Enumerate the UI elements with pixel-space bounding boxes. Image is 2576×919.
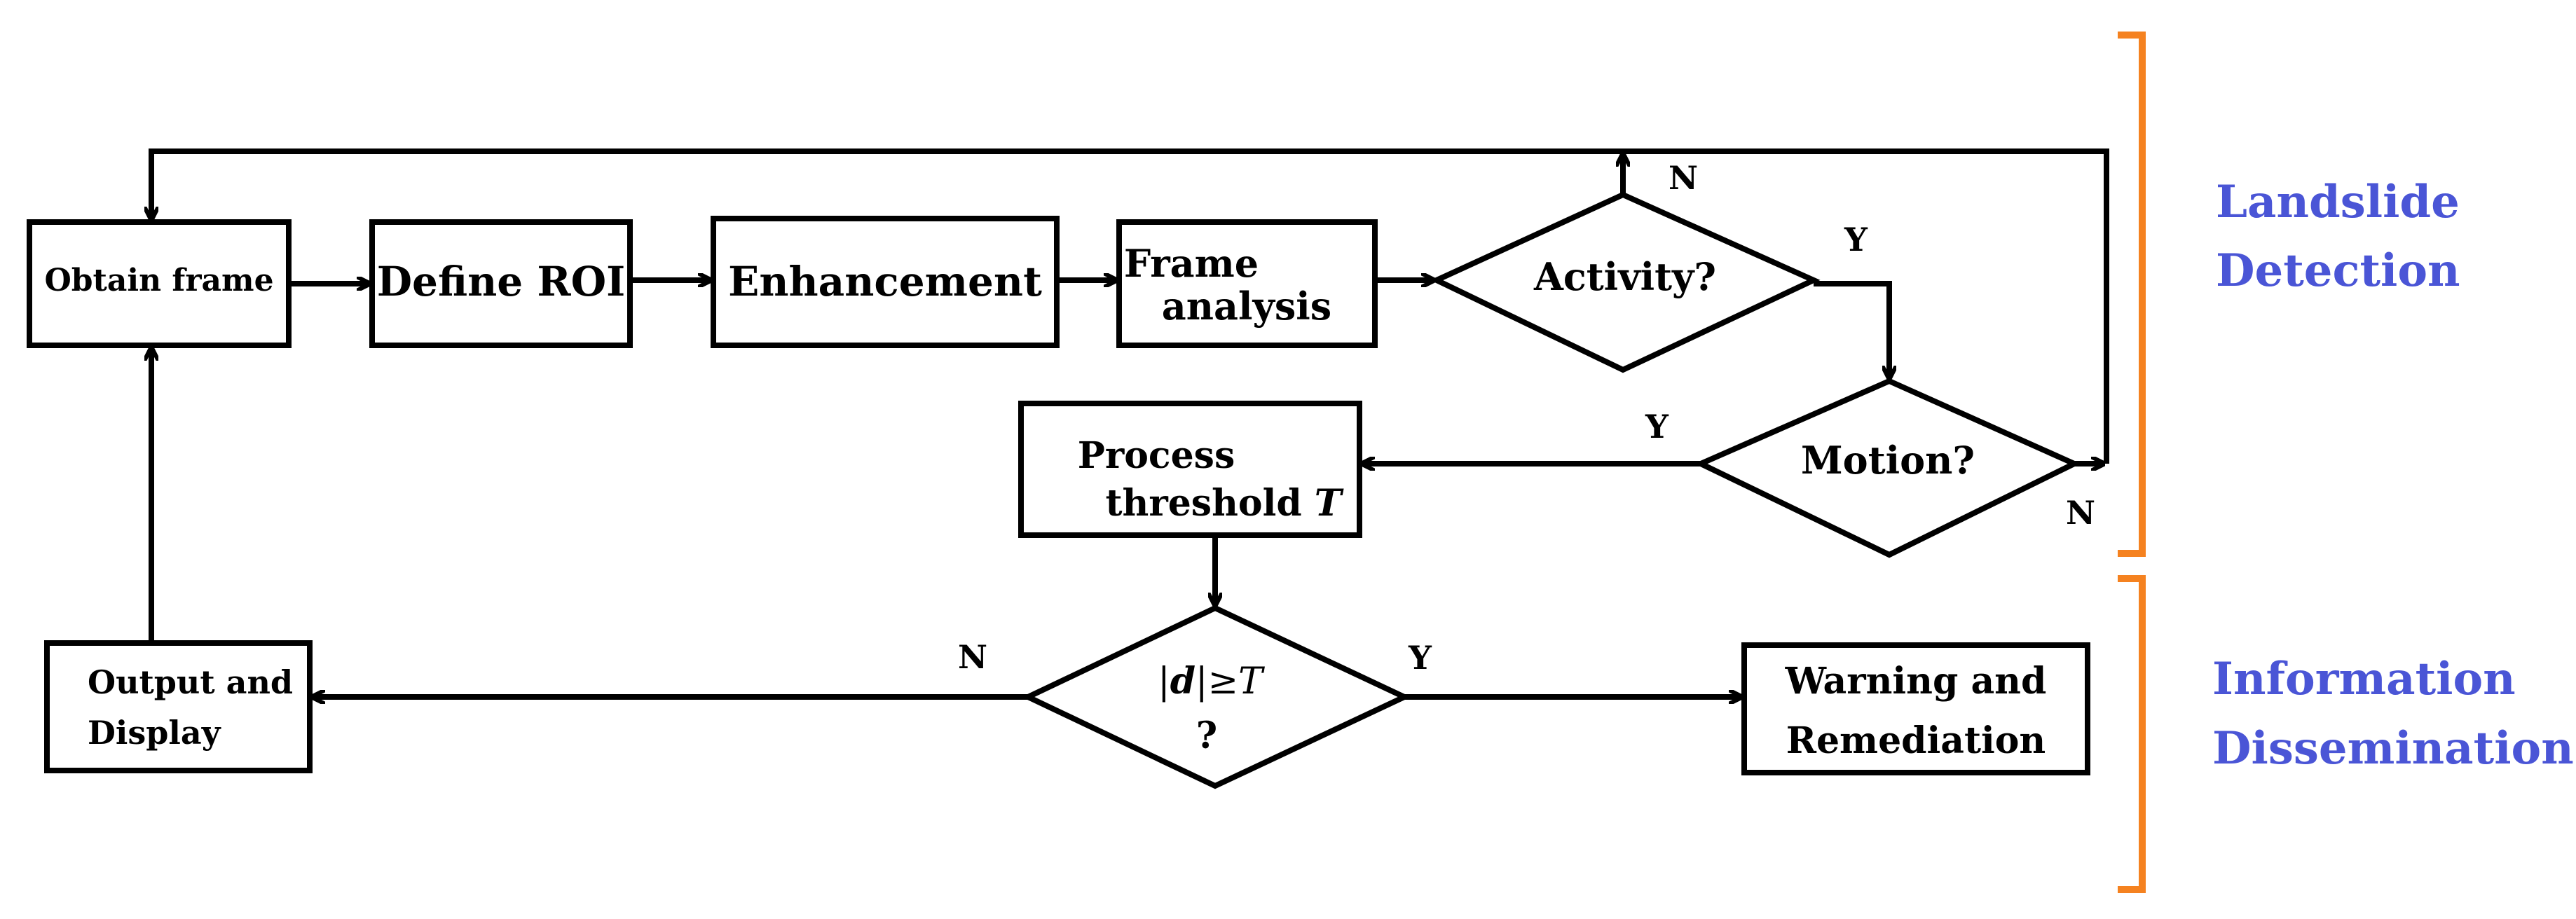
process-threshold-prefix: threshold: [1106, 482, 1315, 525]
enhancement-label: Enhancement: [728, 258, 1042, 305]
obtain-frame-box: [27, 219, 292, 348]
motion-yes-label: Y: [1645, 408, 1669, 445]
arrow-loop-back-to-obtain: [151, 148, 2109, 464]
activity-label: Activity?: [1533, 254, 1716, 299]
threshold-var: T: [1238, 661, 1265, 703]
motion-label: Motion?: [1801, 438, 1975, 483]
frame-analysis-box: [1116, 219, 1378, 348]
dissemination-bracket: [2118, 575, 2146, 893]
dissemination-label-line1: Information: [2212, 653, 2516, 705]
output-display-label-line1: Output and: [88, 663, 293, 701]
motion-no-label: N: [2066, 494, 2095, 532]
activity-diamond: [1430, 191, 1821, 373]
warning-label-line1: Warning and: [1785, 660, 2047, 703]
abs-var: d: [1170, 660, 1195, 703]
frame-analysis-label-line2: analysis: [1162, 284, 1331, 329]
decision-yes-label: Y: [1408, 639, 1432, 677]
define-roi-label: Define ROI: [377, 258, 626, 305]
frame-analysis-label-line1: Frame: [1124, 241, 1259, 286]
obtain-frame-label: Obtain frame: [44, 263, 273, 298]
threshold-decision-diamond: [1021, 604, 1411, 789]
detection-label-line1: Landslide: [2216, 176, 2460, 228]
process-threshold-box: [1018, 401, 1362, 538]
process-threshold-label-line1: Process: [1078, 434, 1235, 477]
decision-question: ?: [1196, 714, 1217, 757]
arrow-activity-yes-to-motion: [1814, 281, 1889, 378]
operator: ≥: [1208, 661, 1239, 703]
abs-bar-right: |: [1195, 661, 1208, 703]
detection-label-line2: Detection: [2216, 244, 2460, 297]
detection-bracket: [2118, 32, 2146, 557]
warning-label-line2: Remediation: [1786, 719, 2046, 762]
activity-no-label: N: [1669, 159, 1698, 197]
output-display-box: [44, 640, 313, 773]
warning-box: [1741, 642, 2090, 775]
motion-diamond: [1694, 378, 2081, 558]
enhancement-box: [711, 216, 1060, 348]
process-threshold-var: T: [1315, 482, 1344, 525]
decision-no-label: N: [958, 638, 987, 676]
output-display-label-line2: Display: [88, 714, 221, 752]
define-roi-box: [369, 219, 633, 348]
abs-bar-left: |: [1158, 661, 1170, 703]
activity-yes-label: Y: [1844, 221, 1868, 258]
process-threshold-label-line2: threshold T: [1106, 482, 1344, 525]
decision-expression: |d|≥T: [1158, 660, 1265, 703]
dissemination-label-line2: Dissemination: [2212, 722, 2574, 775]
